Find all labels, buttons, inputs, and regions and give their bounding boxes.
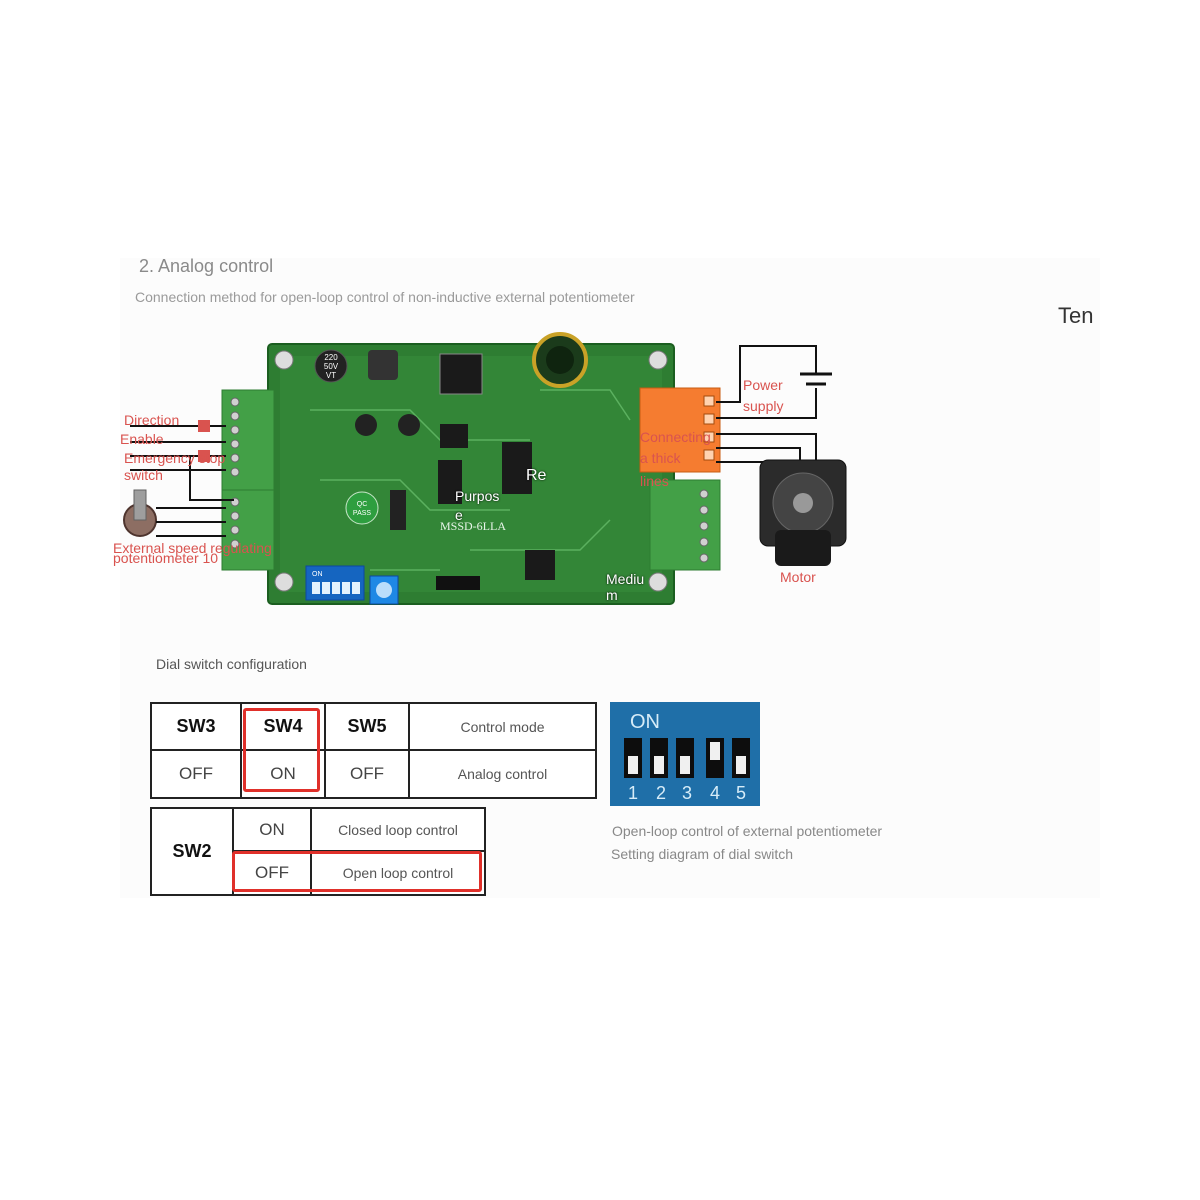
chip-mosfet [438,460,462,504]
chip-mosfet [502,442,532,494]
svg-text:ON: ON [312,571,323,578]
photo-caption-line2: Setting diagram of dial switch [611,846,794,862]
label-purpose-line2: e [455,507,463,523]
header-pins [436,576,480,590]
table-cell: ON [232,807,312,852]
chip [440,424,468,448]
mount-hole-icon [274,350,294,370]
dip-on-label: ON [630,711,660,733]
label-direction: Direction [124,412,180,428]
table-header: SW3 [150,702,242,751]
label-re: Re [526,467,547,484]
table-label-sw2: SW2 [150,807,234,896]
capacitor-round [398,414,420,436]
photo-caption-line1: Open-loop control of external potentiome… [612,823,883,839]
label-medium-line1: Mediu [606,571,645,587]
qc-pass-sticker [345,491,379,525]
capacitor-small [314,349,348,383]
label-motor: Motor [780,569,816,585]
dial-table-mode: SW3 SW4 SW5 Control mode OFF ON OFF Anal… [150,702,597,799]
table-cell: OFF [232,850,312,896]
wiring-diagram: 220 50V VT QC PASS MSSD-6LLA ON [123,332,847,605]
label-medium-line2: m [606,587,618,603]
corner-text: Ten [1058,303,1094,328]
label-connecting-line3: lines [640,473,669,489]
label-emergency: Emergency stop [124,450,226,466]
dip-number: 4 [710,783,720,803]
svg-text:PASS: PASS [353,510,371,517]
table-cell: OFF [150,749,242,799]
table-cell: Open loop control [310,850,486,896]
label-purpose-line1: Purpos [455,488,500,504]
dip-toggles [624,738,750,778]
table-header: SW5 [324,702,410,751]
table-cell: Closed loop control [310,807,486,852]
power-wires [716,345,817,419]
label-speed-line1: External speed regulating [113,540,272,556]
terminal-block-bottom [221,489,275,571]
switch-icon [198,450,210,462]
switch-icon [198,420,210,432]
capacitor-text-3: VT [326,371,336,380]
table-header: Control mode [408,702,597,751]
capacitor-text-1: 220 [324,353,338,362]
table-cell: Analog control [408,749,597,799]
dip-number: 3 [682,783,692,803]
label-enable: Enable [120,431,164,447]
dip-number: 5 [736,783,746,803]
label-connecting-line1: Connecting [640,429,711,445]
table-cell: OFF [324,749,410,799]
chip [525,550,555,580]
regulator-chip [439,353,483,395]
chip [390,490,406,530]
capacitor-text-2: 50V [324,362,339,371]
label-power-line2: supply [743,398,784,414]
svg-text:QC: QC [357,501,368,508]
mount-hole-icon [648,572,668,592]
inductor [368,350,398,380]
dip-switch-photo: ON 1 2 3 4 5 [610,702,760,806]
capacitor-round [355,414,377,436]
model-text: MSSD-6LLA [440,519,506,533]
dip-number: 2 [656,783,666,803]
label-power-line1: Power [743,377,783,393]
label-connecting-line2: a thick [640,450,681,466]
label-switch: switch [124,467,163,483]
battery-icon [800,372,832,386]
section-subtitle: Connection method for open-loop control … [135,289,635,305]
terminal-block-top [221,389,275,491]
dip-number: 1 [628,783,638,803]
mount-hole-icon [648,350,668,370]
label-speed-line2: potentiometer 10 [113,550,219,566]
highlight-open-loop [232,851,482,892]
highlight-sw4 [243,708,320,792]
signal-terminal [649,479,721,571]
dial-caption: Dial switch configuration [156,656,307,672]
section-title: 2. Analog control [139,256,274,276]
mount-hole-icon [274,572,294,592]
